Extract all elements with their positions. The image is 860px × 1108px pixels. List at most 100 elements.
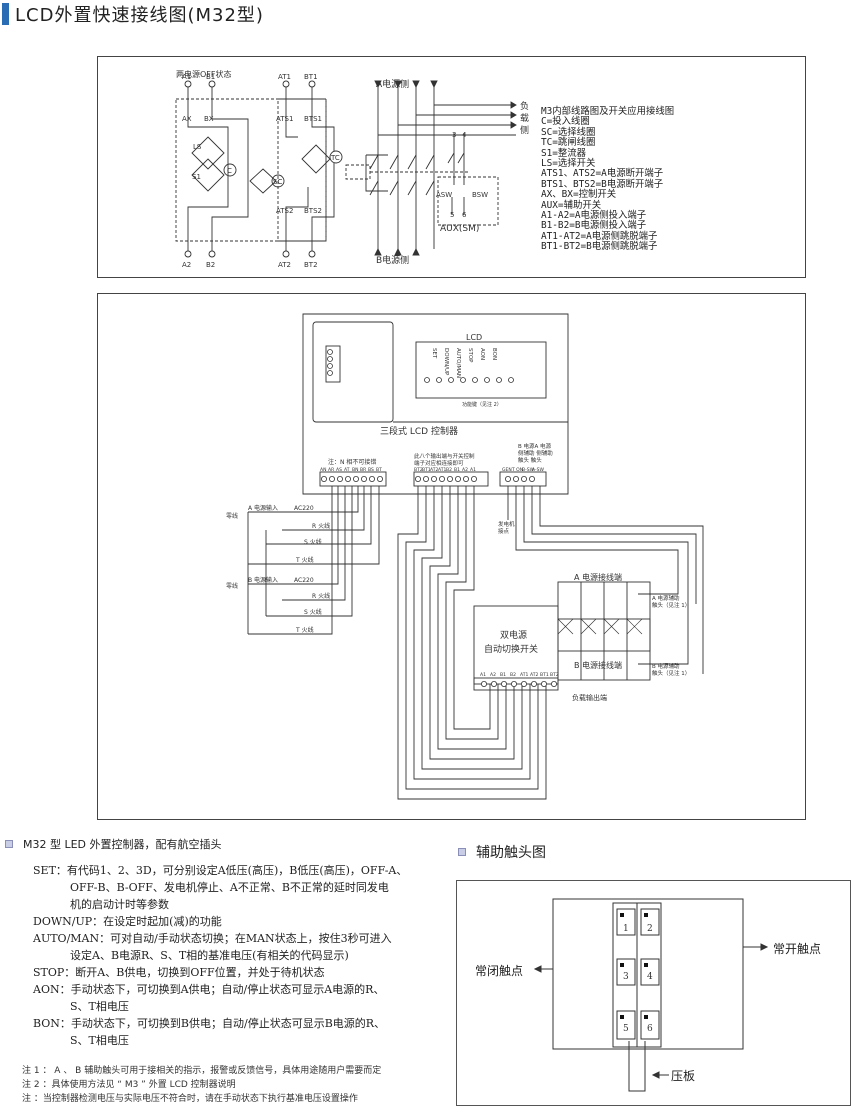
contact-num-4: 4 <box>647 972 653 982</box>
legend-item: C=投入线圈 <box>541 116 590 128</box>
aux-label-bsw: BSW <box>472 191 488 199</box>
aux-label-6: 6 <box>462 211 467 219</box>
page-title-bar: LCD外置快速接线图(M32型) <box>2 2 264 26</box>
function-desc: 手动状态下，可切换到A供电；自动/停止状态可显示A电源的R、 <box>70 983 385 996</box>
aux-note-3: 触头 触头 <box>518 456 542 464</box>
function-row: BON：手动状态下，可切换到B供电；自动/停止状态可显示B电源的R、 <box>33 1015 458 1032</box>
terminal-label: B2 <box>510 672 516 678</box>
controller-label: 三段式 LCD 控制器 <box>380 425 458 437</box>
aux-contact-diagram: 1 2 3 4 5 6 常开触点 常闭触点 压板 <box>456 880 851 1106</box>
coil-label-c: C <box>227 167 232 175</box>
function-row: AUTO/MAN：可对自动/手动状态切换；在MAN状态上，按住3秒可进入 <box>33 930 458 947</box>
lcd-button-label: SET <box>431 348 437 359</box>
n-phase-note: 注：N 相不可接错 <box>328 458 376 466</box>
terminal-label: B-SW <box>522 467 535 473</box>
function-row: STOP：断开A、B供电，切换到OFF位置，并处于待机状态 <box>33 964 458 981</box>
coil-label-ats2: ATS2 <box>276 207 293 215</box>
function-desc: S、T相电压 <box>70 1000 129 1013</box>
terminal-label: BT2 <box>550 672 559 678</box>
external-wiring-svg: LCD 功能键（见注 2） 三段式 LCD 控制器 注：N 相不可接错 此八个输… <box>226 313 704 800</box>
lcd-button-label: STOP <box>467 348 473 363</box>
terminal-bottom-bt2: BT2 <box>304 261 318 269</box>
load-out-label: 负载输出端 <box>572 693 607 702</box>
function-row: 机的启动计时等参数 <box>33 896 458 913</box>
function-desc: 手动状态下，可切换到B供电；自动/停止状态可显示B电源的R、 <box>70 1017 386 1030</box>
function-row: SET：有代码1、2、3D，可分别设定A低压(高压)，B低压(高压)，OFF-A… <box>33 862 458 879</box>
terminal-label: BS <box>368 467 374 473</box>
zero-line-b: 零线 <box>226 582 238 590</box>
aux-note-1: B 电源A 电源 <box>518 442 552 450</box>
terminal-label: AT2 <box>430 467 438 473</box>
func-key-note: 功能键（见注 2） <box>462 401 502 408</box>
a-side-label: A电源侧 <box>376 78 409 90</box>
a-input-label: A 电源输入 <box>248 504 278 512</box>
s-line-a: S 火线 <box>304 538 322 546</box>
function-desc: 可对自动/手动状态切换；在MAN状态上，按住3秒可进入 <box>110 932 392 945</box>
function-key: BON： <box>33 1017 71 1030</box>
terminal-label: BT2 <box>414 467 423 473</box>
terminal-label: B2 <box>446 467 452 473</box>
ac220-b: AC220 <box>294 577 314 584</box>
function-desc: 断开A、B供电，切换到OFF位置，并处于待机状态 <box>75 966 325 979</box>
legend-item: AUX=辅助开关 <box>541 199 602 211</box>
note-1: 注 1 ： A 、 B 辅助触头可用于接相关的指示，报警或反馈信号，具体用途随用… <box>22 1066 382 1076</box>
coil-label-ax: AX <box>182 115 192 123</box>
legend-item: BT1-BT2=B电源侧跳脱端子 <box>541 241 658 253</box>
contact-num-3: 3 <box>623 972 629 982</box>
coil-label-bts2: BTS2 <box>304 207 322 215</box>
terminal-label: AT1 <box>520 672 528 678</box>
lcd-label: LCD <box>466 333 482 342</box>
r-line-a: R 火线 <box>312 522 330 530</box>
terminal-label: AT1 <box>438 467 446 473</box>
terminal-label: BT <box>376 467 382 473</box>
nc-contact-label: 常闭触点 <box>475 964 523 978</box>
function-desc: 设定A、B电源R、S、T相的基准电压(有相关的代码显示) <box>70 949 349 962</box>
switch-name-2: 自动切换开关 <box>484 643 538 655</box>
terminal-label: A1 <box>470 467 476 473</box>
terminal-bottom-a2: A2 <box>182 261 191 269</box>
terminal-top-at1: AT1 <box>278 73 291 81</box>
a-aux-contact-2: 触头（见注 1） <box>652 601 690 609</box>
gen-label-2: 接点 <box>498 527 510 535</box>
section-aux-header: 辅助触头图 <box>458 842 546 862</box>
s-line-b: S 火线 <box>304 608 322 616</box>
terminal-label: AN <box>320 467 326 473</box>
section-m32-header: M32 型 LED 外置控制器，配有航空插头 <box>5 836 222 852</box>
terminal-label: BN <box>352 467 358 473</box>
section-marker <box>5 840 13 848</box>
terminal-label: BT1 <box>540 672 549 678</box>
contact-num-6: 6 <box>647 1024 653 1034</box>
lcd-button-label: DOWN/UP <box>443 348 449 376</box>
external-wiring-diagram: LCD 功能键（见注 2） 三段式 LCD 控制器 注：N 相不可接错 此八个输… <box>97 293 806 820</box>
function-key: DOWN/UP： <box>33 915 104 928</box>
function-row: S、T相电压 <box>33 1032 458 1049</box>
function-row: AON：手动状态下，可切换到A供电；自动/停止状态可显示A电源的R、 <box>33 981 458 998</box>
coil-label-s1: S1 <box>192 173 201 181</box>
terminal-label: T ON <box>511 467 523 473</box>
a-terminal-label: A 电源接线端 <box>574 572 622 582</box>
output-note-1: 此八个输出端与开关控制 <box>414 452 475 460</box>
legend-item: TC=跳闸线圈 <box>541 137 596 149</box>
aux-label-4: 4 <box>462 131 467 139</box>
section-m32-title: M32 型 LED 外置控制器，配有航空插头 <box>23 838 222 851</box>
switch-name-1: 双电源 <box>500 629 527 641</box>
title-marker <box>2 3 9 25</box>
b-aux-contact-1: B 电源辅助 <box>652 662 680 670</box>
aux-contact-svg: 1 2 3 4 5 6 常开触点 常闭触点 压板 <box>475 898 821 1092</box>
aux-label-5: 5 <box>450 211 454 219</box>
terminal-label: B1 <box>454 467 460 473</box>
function-desc: 机的启动计时等参数 <box>70 898 169 911</box>
coil-label-ls: LS <box>193 143 202 151</box>
terminal-top-bt1: BT1 <box>304 73 318 81</box>
r-line-b: R 火线 <box>312 592 330 600</box>
function-row: OFF-B、B-OFF、发电机停止、A不正常、B不正常的延时同发电 <box>33 879 458 896</box>
contact-num-1: 1 <box>623 924 629 934</box>
aux-note-2: 侧辅助 侧辅助 <box>518 449 553 457</box>
b-side-label: B电源侧 <box>376 254 409 266</box>
terminal-label: BT1 <box>422 467 431 473</box>
function-row: S、T相电压 <box>33 998 458 1015</box>
contact-num-2: 2 <box>647 924 653 934</box>
function-desc: OFF-B、B-OFF、发电机停止、A不正常、B不正常的延时同发电 <box>70 881 389 894</box>
section-marker <box>458 848 466 856</box>
